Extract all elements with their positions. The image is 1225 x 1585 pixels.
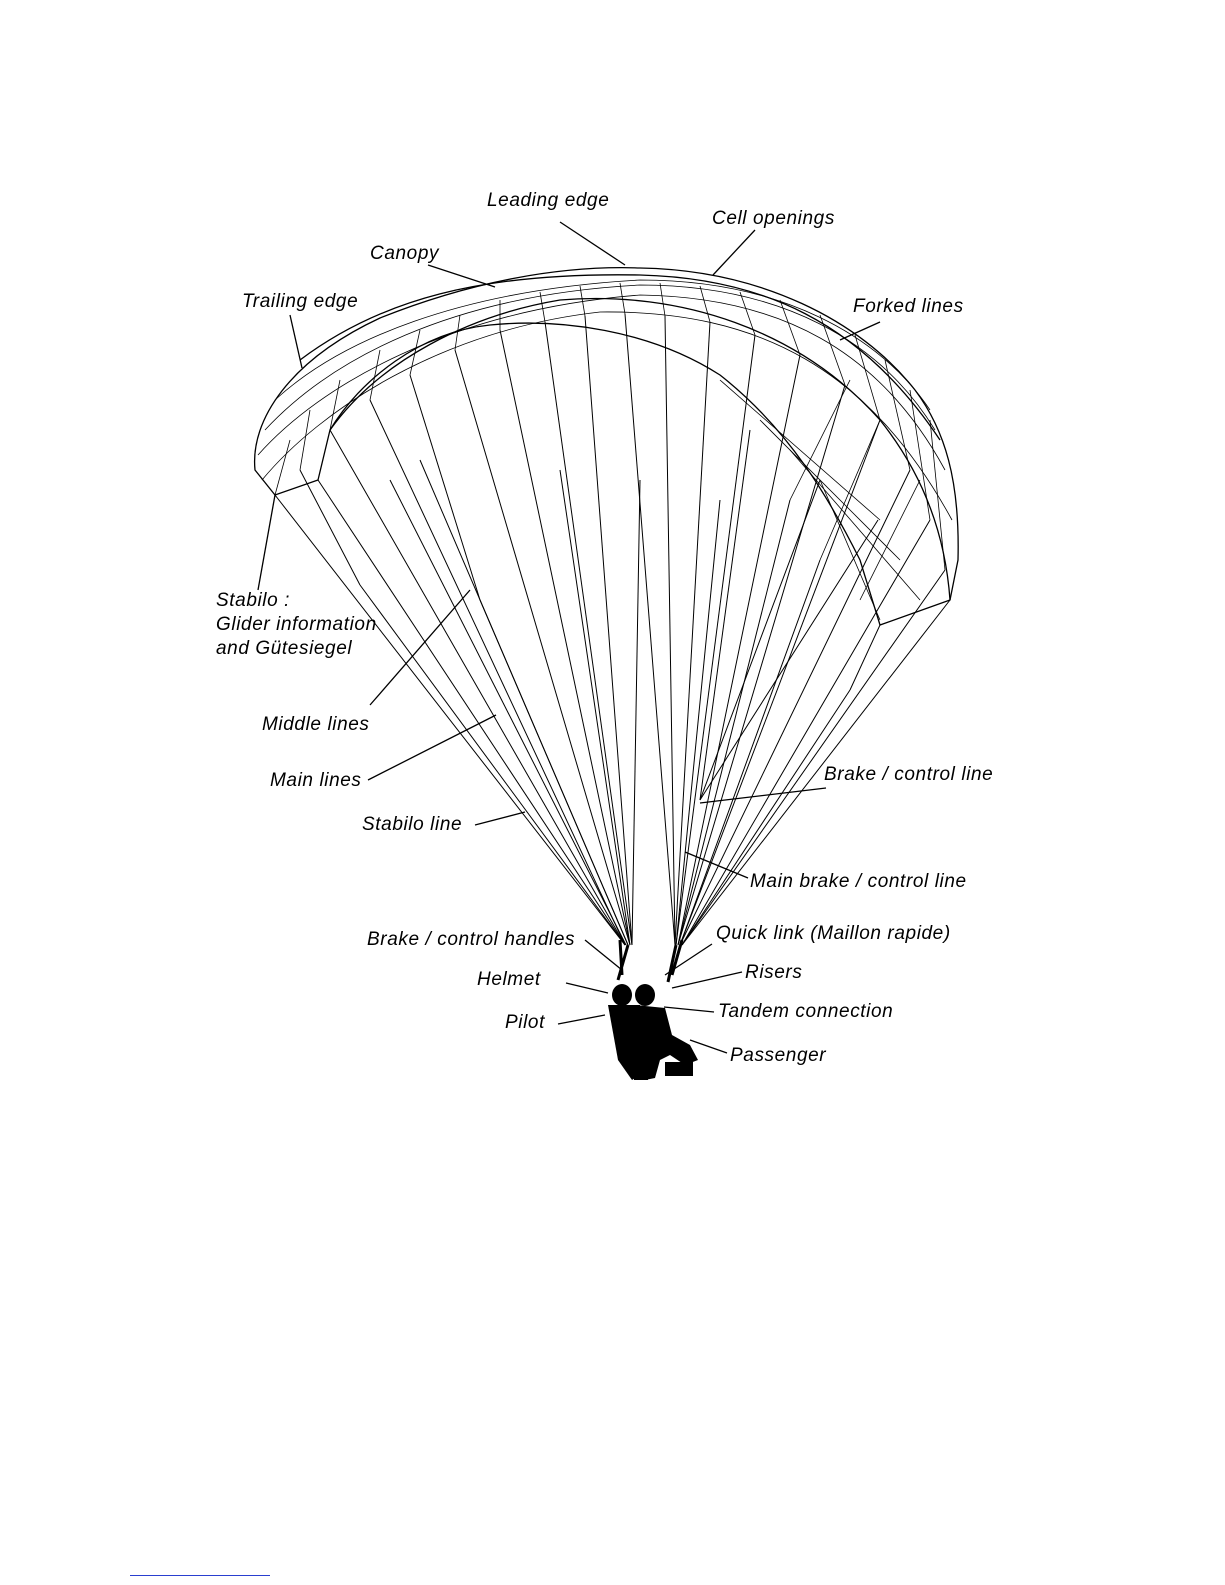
label-forked-lines: Forked lines [853, 296, 964, 317]
label-cell-openings: Cell openings [712, 208, 835, 229]
label-stabilo-line: Stabilo line [362, 814, 462, 835]
label-brake-control-line: Brake / control line [824, 764, 993, 785]
label-pilot: Pilot [505, 1012, 545, 1033]
label-stabilo-1: Stabilo : [216, 590, 290, 611]
label-middle-lines: Middle lines [262, 714, 370, 735]
footnote-rule [130, 1575, 270, 1576]
label-stabilo-2: Glider information [216, 614, 377, 635]
pilot-passenger-silhouette [608, 984, 698, 1080]
labels: Leading edge Cell openings Canopy Traili… [216, 190, 993, 1066]
label-quick-link: Quick link (Maillon rapide) [716, 923, 951, 944]
label-passenger: Passenger [730, 1045, 826, 1066]
label-main-brake-control-line: Main brake / control line [750, 871, 967, 892]
label-trailing-edge: Trailing edge [242, 291, 358, 312]
canopy-shape [255, 268, 959, 625]
label-canopy: Canopy [370, 243, 440, 264]
label-main-lines: Main lines [270, 770, 362, 791]
label-brake-control-handles: Brake / control handles [367, 929, 575, 950]
label-tandem-connection: Tandem connection [718, 1001, 893, 1022]
label-stabilo-3: and Gütesiegel [216, 638, 352, 659]
label-risers: Risers [745, 962, 802, 983]
label-helmet: Helmet [477, 969, 541, 990]
label-leading-edge: Leading edge [487, 190, 609, 211]
